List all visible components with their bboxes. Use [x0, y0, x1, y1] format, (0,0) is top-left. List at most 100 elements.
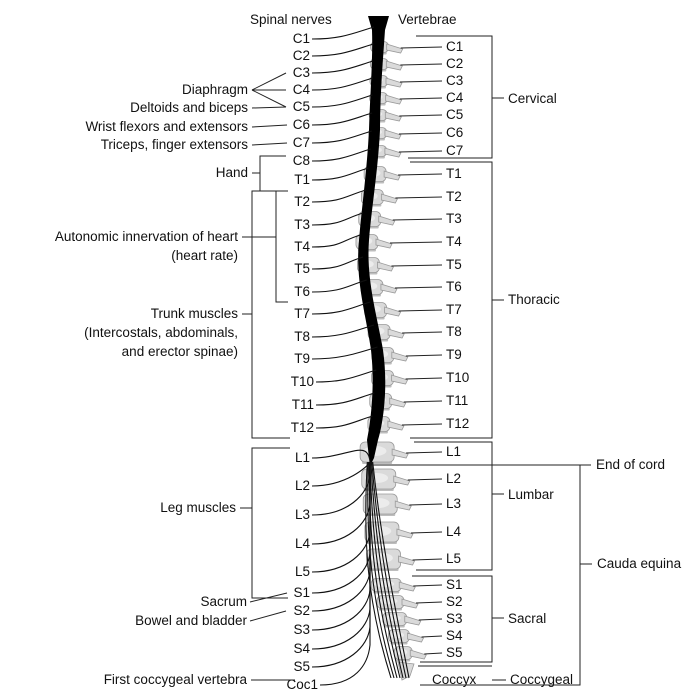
leader-deltoids [252, 107, 286, 108]
vertebra-label-t12: T12 [446, 416, 469, 431]
vertebra-label-t3: T3 [446, 211, 462, 226]
vertebra-leader-c4 [400, 98, 442, 99]
nerve-label-s4: S4 [293, 641, 310, 656]
nerve-label-s3: S3 [293, 622, 310, 637]
vertebra-label-t7: T7 [446, 302, 462, 317]
nerve-label-l2: L2 [295, 478, 310, 493]
vertebra-label-c2: C2 [446, 56, 463, 71]
vertebra-process-c4 [386, 95, 402, 104]
vertebra-process-s5 [410, 650, 426, 659]
function-label-bowel: Bowel and bladder [135, 613, 247, 628]
vertebra-leader-c2 [400, 64, 442, 65]
nerve-label-l3: L3 [295, 507, 310, 522]
vertebra-leader-s2 [416, 602, 442, 603]
vertebra-leader-t8 [402, 332, 442, 333]
leader-diaphragm-c3 [252, 73, 286, 90]
vertebra-leader-c5 [399, 115, 442, 116]
nerve-root-t3 [312, 213, 363, 225]
vertebra-label-l5: L5 [446, 551, 461, 566]
nerve-root-c5 [312, 95, 372, 107]
region-label-cervical: Cervical [508, 91, 557, 106]
vertebra-leader-c6 [399, 133, 442, 134]
vertebra-process-c1 [387, 44, 403, 53]
vertebra-leader-t4 [390, 242, 442, 243]
nerve-label-t9: T9 [294, 351, 310, 366]
nerve-label-s5: S5 [293, 659, 310, 674]
vertebra-label-s5: S5 [446, 645, 463, 660]
nerve-root-t9 [312, 347, 377, 359]
region-label-thoracic: Thoracic [508, 292, 560, 307]
vertebra-label-s1: S1 [446, 577, 463, 592]
vertebra-label-c7: C7 [446, 143, 463, 158]
function-label-trunk-2: (Intercostals, abdominals, [84, 325, 238, 340]
bracket-leg [240, 448, 290, 598]
nerve-label-t12: T12 [291, 420, 314, 435]
nerve-root-s5 [312, 462, 370, 667]
nerve-label-t4: T4 [294, 239, 310, 254]
spinal-nerves-header: Spinal nerves [250, 12, 332, 27]
vertebra-label-s4: S4 [446, 628, 463, 643]
nerve-root-t8 [312, 325, 374, 337]
nerve-label-t11: T11 [292, 397, 314, 412]
leader-bowel [250, 611, 286, 621]
function-label-trunk-1: Trunk muscles [151, 306, 239, 321]
vertebra-process-t5 [377, 262, 393, 271]
vertebra-process-t11 [390, 398, 406, 407]
vertebra-process-c5 [385, 112, 401, 121]
vertebra-process-c6 [385, 130, 401, 139]
vertebra-process-c3 [386, 78, 402, 87]
vertebra-leader-t5 [391, 265, 442, 266]
vertebra-leader-t6 [395, 287, 442, 288]
nerve-label-t1: T1 [294, 172, 310, 187]
vertebra-process-s2 [402, 599, 418, 608]
vertebra-label-c5: C5 [446, 107, 463, 122]
nerve-root-coc1 [320, 462, 370, 685]
vertebra-leader-t11 [404, 401, 442, 402]
bracket-trunk [242, 191, 290, 438]
function-label-triceps: Triceps, finger extensors [101, 137, 249, 152]
vertebra-label-s3: S3 [446, 611, 463, 626]
region-label-cauda-equina: Cauda equina [597, 556, 682, 571]
function-label-first-coccygeal: First coccygeal vertebra [104, 672, 248, 687]
nerve-root-t4 [312, 235, 360, 247]
vertebra-process-t12 [388, 421, 404, 430]
nerve-label-t6: T6 [294, 284, 310, 299]
region-label-lumbar: Lumbar [508, 487, 554, 502]
function-label-heart-2: (heart rate) [171, 248, 238, 263]
nerve-root-t5 [312, 257, 363, 269]
vertebra-process-t2 [381, 194, 397, 203]
vertebra-label-c1: C1 [446, 39, 463, 54]
bracket-hand [252, 156, 286, 191]
vertebra-leader-l3 [409, 504, 442, 505]
nerve-label-t2: T2 [294, 194, 310, 209]
vertebra-process-t7 [385, 307, 401, 316]
vertebra-label-t1: T1 [446, 166, 462, 181]
vertebra-leader-s1 [413, 585, 442, 586]
nerve-root-s2 [312, 462, 370, 611]
vertebra-leader-t9 [406, 355, 442, 356]
vertebra-label-t4: T4 [446, 234, 462, 249]
function-label-leg: Leg muscles [160, 500, 236, 515]
nerve-root-c7 [312, 131, 372, 143]
nerve-root-s4 [312, 462, 370, 649]
vertebra-label-t9: T9 [446, 347, 462, 362]
nerve-root-c2 [312, 44, 373, 56]
vertebra-label-l4: L4 [446, 524, 462, 539]
vertebra-process-t9 [392, 352, 408, 361]
nerve-label-c3: C3 [293, 65, 310, 80]
vertebra-label-t6: T6 [446, 279, 462, 294]
nerve-root-c8 [312, 149, 371, 161]
vertebra-leader-l1 [406, 452, 442, 453]
vertebra-process-s3 [405, 616, 421, 625]
function-label-wrist: Wrist flexors and extensors [85, 119, 248, 134]
vertebra-label-t2: T2 [446, 189, 462, 204]
nerve-label-coc1: Coc1 [286, 677, 318, 692]
nerve-label-t7: T7 [294, 306, 310, 321]
nerve-root-t12 [316, 416, 373, 428]
nerve-label-c4: C4 [293, 82, 311, 97]
vertebra-label-c6: C6 [446, 125, 463, 140]
function-label-hand: Hand [216, 165, 248, 180]
vertebra-process-s1 [399, 582, 415, 591]
vertebra-leader-t3 [393, 219, 442, 220]
